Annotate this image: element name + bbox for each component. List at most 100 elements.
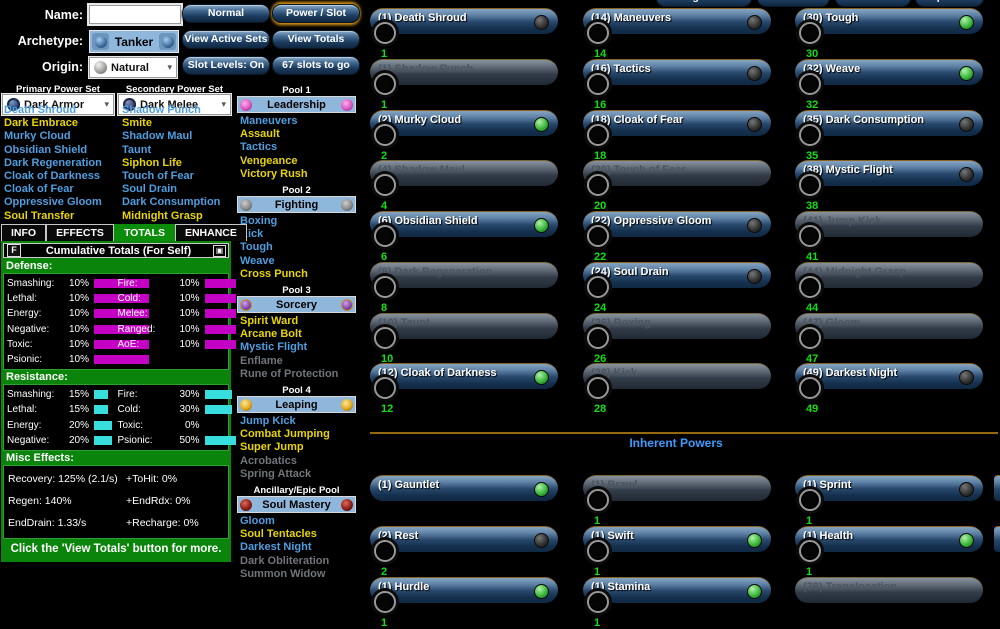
power-list-item[interactable]: Dark Consumption xyxy=(122,196,221,209)
power-list-item[interactable]: Murky Cloud xyxy=(4,130,71,143)
origin-dropdown[interactable]: Natural ▾ xyxy=(88,56,178,79)
power-bar[interactable]: (1) Death Shroud xyxy=(370,8,558,34)
enhancement-slot[interactable] xyxy=(799,174,821,196)
power-list-item[interactable]: Jump Kick xyxy=(240,415,296,428)
power-list-item[interactable]: Gloom xyxy=(240,515,275,528)
power-bar[interactable]: (16) Tactics xyxy=(583,59,771,85)
enhancement-slot[interactable] xyxy=(374,327,396,349)
pool-set-dropdown[interactable]: Sorcery xyxy=(237,296,356,314)
power-bar[interactable]: (47) Gloom xyxy=(795,313,983,339)
power-bar[interactable]: (44) Midnight Grasp xyxy=(795,262,983,288)
slot-levels-button[interactable]: Slot Levels: On xyxy=(182,56,270,75)
view-active-sets-button[interactable]: View Active Sets xyxy=(182,30,270,49)
enhancement-slot[interactable] xyxy=(374,225,396,247)
view-totals-button[interactable]: View Totals xyxy=(272,30,360,49)
power-bar[interactable]: (1) Stamina xyxy=(583,577,771,603)
enhancement-slot[interactable] xyxy=(799,327,821,349)
enhancement-slot[interactable] xyxy=(799,73,821,95)
tab-enhance[interactable]: ENHANCE xyxy=(174,224,247,241)
enhancement-slot[interactable] xyxy=(587,327,609,349)
power-list-item[interactable]: Maneuvers xyxy=(240,115,298,127)
popout-icon[interactable]: ▣ xyxy=(213,244,226,257)
power-entry[interactable]: (1) Gauntlet xyxy=(370,475,558,523)
top-button-accolades[interactable]: Accolades xyxy=(757,0,830,7)
power-bar[interactable]: (20) Touch of Fear xyxy=(583,160,771,186)
power-bar[interactable]: (38) Translocation xyxy=(795,577,983,603)
power-bar[interactable]: (10) Taunt xyxy=(370,313,558,339)
power-list-item[interactable]: Soul Drain xyxy=(122,183,178,196)
power-list-item[interactable]: Shadow Maul xyxy=(122,130,193,143)
power-bar[interactable]: (8) Dark Regeneration xyxy=(370,262,558,288)
power-list-item[interactable]: Tough xyxy=(240,241,273,254)
power-bar[interactable]: (35) Dark Consumption xyxy=(795,110,983,136)
power-bar[interactable]: (38) Mystic Flight xyxy=(795,160,983,186)
power-bar[interactable]: (1) Health xyxy=(795,526,983,552)
enhancement-slot[interactable] xyxy=(587,225,609,247)
enhancement-slot[interactable] xyxy=(374,73,396,95)
power-bar[interactable]: (24) Soul Drain xyxy=(583,262,771,288)
power-list-item[interactable]: Tactics xyxy=(240,141,278,154)
power-bar[interactable]: (49) Darkest Night xyxy=(795,363,983,389)
slots-to-go-button[interactable]: 67 slots to go xyxy=(272,56,360,75)
power-list-item[interactable]: Boxing xyxy=(240,215,278,228)
archetype-next-button[interactable] xyxy=(159,33,176,50)
power-list-item[interactable]: Shadow Punch xyxy=(122,104,201,116)
enhancement-slot[interactable] xyxy=(587,276,609,298)
enhancement-slot[interactable] xyxy=(587,73,609,95)
pool-set-dropdown[interactable]: Fighting xyxy=(237,196,356,214)
power-list-item[interactable]: Vengeance xyxy=(240,154,298,167)
power-bar[interactable]: (18) Cloak of Fear xyxy=(583,110,771,136)
enhancement-slot[interactable] xyxy=(587,591,609,613)
power-bar[interactable]: (1) Shadow Punch xyxy=(370,59,558,85)
power-list-item[interactable]: Victory Rush xyxy=(240,167,308,180)
power-list-item[interactable]: Siphon Life xyxy=(122,156,182,169)
power-bar[interactable]: (22) Oppressive Gloom xyxy=(583,211,771,237)
pool-set-dropdown[interactable]: Soul Mastery xyxy=(237,496,356,514)
enhancement-slot[interactable] xyxy=(587,124,609,146)
power-list-item[interactable]: Death Shroud xyxy=(4,104,77,116)
power-list-item[interactable]: Rune of Protection xyxy=(240,367,339,380)
power-list-item[interactable]: Spring Attack xyxy=(240,467,312,480)
power-bar[interactable]: (32) Weave xyxy=(795,59,983,85)
enhancement-slot[interactable] xyxy=(374,22,396,44)
enhancement-slot[interactable] xyxy=(799,540,821,562)
pool-set-dropdown[interactable]: Leadership xyxy=(237,96,356,113)
power-list-item[interactable]: Oppressive Gloom xyxy=(4,196,102,209)
power-bar[interactable]: (41) Jump Kick xyxy=(795,211,983,237)
power-bar[interactable]: (1) Gauntlet xyxy=(370,475,558,501)
power-list-item[interactable]: Smite xyxy=(122,117,152,130)
enhancement-slot[interactable] xyxy=(374,377,396,399)
power-list-item[interactable]: Kick xyxy=(240,228,264,241)
name-input[interactable] xyxy=(87,3,183,26)
power-bar[interactable]: (2) Murky Cloud xyxy=(370,110,558,136)
power-bar[interactable]: (1) Brawl xyxy=(583,475,771,501)
power-bar[interactable]: (1) Hurdle xyxy=(370,577,558,603)
power-entry[interactable]: (38) Translocation xyxy=(795,577,983,625)
power-list-item[interactable]: Spirit Ward xyxy=(240,315,299,328)
enhancement-slot[interactable] xyxy=(799,225,821,247)
power-list-item[interactable]: Enflame xyxy=(240,354,283,367)
power-bar[interactable]: (6) Obsidian Shield xyxy=(370,211,558,237)
normal-button[interactable]: Normal xyxy=(182,4,270,23)
power-list-item[interactable]: Dark Embrace xyxy=(4,117,78,130)
top-button-temp-powers[interactable]: Temp Powers xyxy=(915,0,984,7)
enhancement-slot[interactable] xyxy=(587,489,609,511)
power-list-item[interactable]: Arcane Bolt xyxy=(240,328,302,341)
